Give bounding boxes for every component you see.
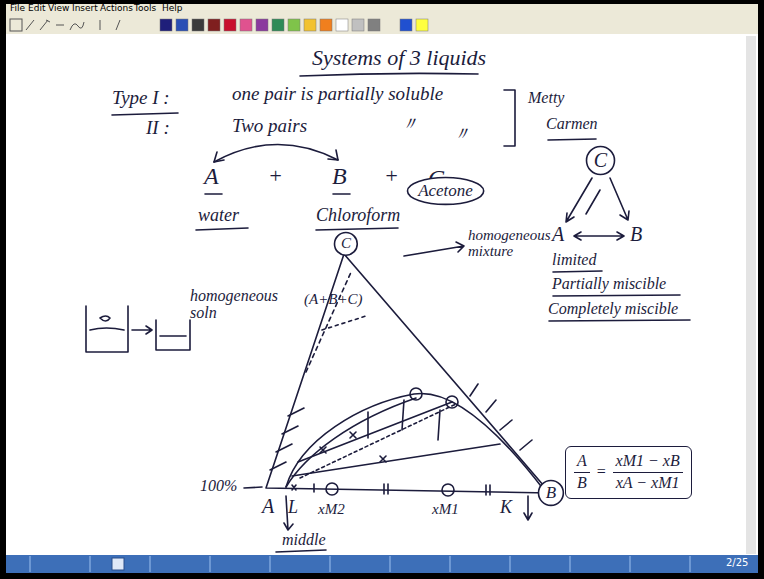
node-text: xM1 − xB: [613, 453, 683, 472]
handwritten-label: +: [384, 164, 399, 187]
handwritten-label: middle: [282, 532, 326, 549]
handwritten-label: limited: [552, 252, 596, 269]
page-bar: [6, 555, 758, 573]
handwritten-label: water: [198, 206, 239, 225]
handwritten-label: one pair is partially soluble: [232, 84, 443, 104]
menu-item: Edit: [28, 4, 45, 13]
menu-bar: [6, 4, 758, 16]
handwritten-label: 100%: [200, 478, 237, 495]
handwritten-label: B: [332, 164, 347, 189]
handwritten-label: K: [500, 498, 512, 517]
page-number: 2/25: [726, 558, 748, 569]
handwritten-label: II :: [146, 118, 170, 138]
fraction: AB: [574, 453, 590, 492]
handwritten-label: A: [262, 496, 274, 517]
handwritten-label: Completely miscible: [548, 301, 678, 318]
handwritten-label: (A+B+C): [304, 292, 363, 308]
handwritten-label: Two pairs: [232, 116, 307, 136]
menu-item: Insert: [72, 4, 98, 13]
handwritten-label: xM2: [318, 502, 345, 518]
node-text: A: [574, 453, 590, 472]
handwritten-label: Partially miscible: [552, 276, 666, 293]
fraction: xM1 − xBxA − xM1: [613, 453, 683, 492]
handwritten-label: B: [630, 224, 642, 245]
circled-text: B: [537, 479, 565, 507]
node-text: xA − xM1: [613, 472, 683, 492]
handwritten-label: Metty: [528, 90, 564, 107]
node-text: B: [574, 472, 590, 492]
handwritten-label: Chloroform: [316, 206, 400, 225]
handwritten-label: homogeneous soln: [190, 288, 286, 322]
page-ticks: [30, 556, 690, 572]
tool-bar: [6, 16, 758, 34]
handwritten-label: 〃: [452, 124, 471, 144]
handwritten-label: +: [268, 164, 283, 187]
tool-icons: [10, 19, 120, 31]
handwritten-label: 〃: [400, 114, 419, 134]
menu-item: File: [10, 4, 25, 13]
handwritten-label: Carmen: [546, 116, 598, 133]
menu-item: Help: [162, 4, 183, 13]
menu-item: View: [48, 4, 69, 13]
formula-box: AB = xM1 − xBxA − xM1: [565, 446, 692, 499]
node-text: =: [596, 464, 607, 481]
handwritten-label: A: [204, 164, 219, 189]
scroll-bar: [746, 36, 756, 554]
circled-text: C: [333, 231, 359, 257]
color-palette: [160, 19, 428, 31]
menu-item: Actions: [100, 4, 133, 13]
circled-text: C: [585, 145, 616, 176]
page-title: Systems of 3 liquids: [312, 46, 486, 69]
handwritten-label: A: [552, 224, 564, 245]
node-text: B: [546, 484, 556, 502]
menu-item: Tools: [134, 4, 156, 13]
circled-text: Acetone: [406, 176, 485, 206]
handwritten-label: L: [288, 498, 298, 517]
handwritten-label: homogeneous mixture: [468, 228, 564, 260]
node-text: Acetone: [418, 182, 473, 200]
node-text: C: [341, 236, 351, 252]
handwritten-label: Type I :: [112, 88, 170, 108]
note-page: [6, 34, 758, 555]
node-text: C: [594, 150, 607, 171]
handwritten-label: xM1: [432, 502, 459, 518]
